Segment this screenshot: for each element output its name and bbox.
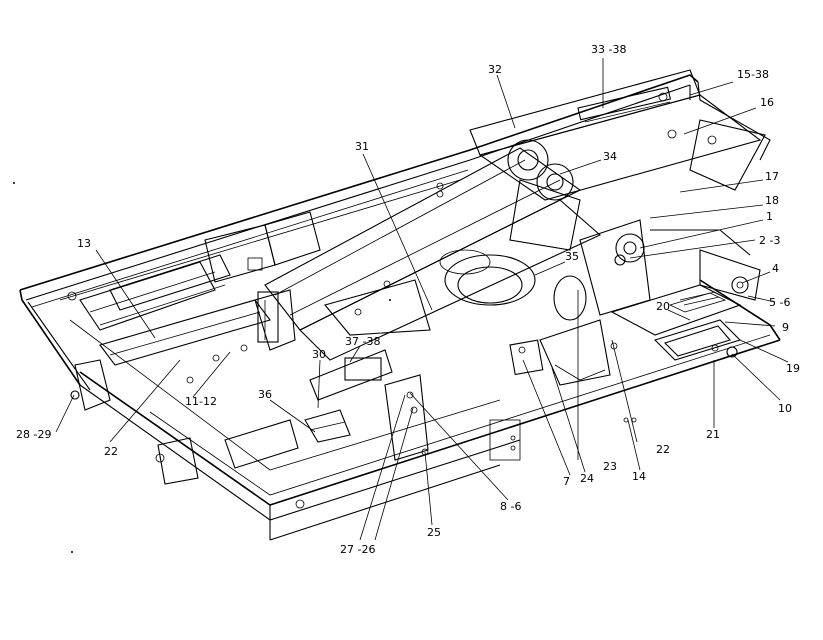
callout-30: 30 — [312, 348, 326, 361]
callout-7: 7 — [563, 475, 570, 488]
callout-32: 32 — [488, 63, 502, 76]
callout-9: 9 — [782, 321, 789, 334]
end-bumpers — [70, 359, 521, 509]
callout-35: 35 — [565, 250, 579, 263]
callout-10: 10 — [778, 402, 792, 415]
callout-15-38: 15-38 — [737, 68, 769, 81]
callout-34: 34 — [603, 150, 617, 163]
swing-ring — [324, 249, 536, 336]
front-components — [224, 349, 429, 469]
callout-33-38: 33 -38 — [591, 43, 626, 56]
callout-4: 4 — [772, 262, 779, 275]
callout-11-12: 11-12 — [185, 395, 217, 408]
frame-outline — [19, 74, 781, 541]
boom-arm — [264, 147, 601, 361]
callout-23: 23 — [603, 460, 617, 473]
callout-labels: 33 -38 32 15-38 16 34 31 17 18 1 2 -3 13… — [16, 43, 800, 556]
callout-37-38: 37 -38 — [345, 335, 380, 348]
leader-lines — [55, 58, 789, 541]
callout-22-right: 22 — [656, 443, 670, 456]
callout-24: 24 — [580, 472, 594, 485]
center-pivot — [507, 139, 581, 251]
callout-25: 25 — [427, 526, 441, 539]
right-plates — [610, 284, 742, 361]
callout-5-6: 5 -6 — [769, 296, 790, 309]
callout-22-left: 22 — [104, 445, 118, 458]
left-crossmembers — [67, 211, 321, 384]
rear-upper-body — [436, 69, 766, 201]
callout-21: 21 — [706, 428, 720, 441]
callout-13: 13 — [77, 237, 91, 250]
callout-8-6: 8 -6 — [500, 500, 521, 513]
callout-19: 19 — [786, 362, 800, 375]
callout-16: 16 — [760, 96, 774, 109]
callout-2-3: 2 -3 — [759, 234, 780, 247]
callout-27-26: 27 -26 — [340, 543, 375, 556]
callout-20: 20 — [656, 300, 670, 313]
callout-1: 1 — [766, 210, 773, 223]
callout-31: 31 — [355, 140, 369, 153]
callout-14: 14 — [632, 470, 646, 483]
callout-18: 18 — [765, 194, 779, 207]
left-bracket — [99, 289, 296, 366]
floor-components — [509, 319, 637, 423]
scan-specks — [13, 182, 391, 553]
callout-28-29: 28 -29 — [16, 428, 51, 441]
callout-36: 36 — [258, 388, 272, 401]
callout-17: 17 — [765, 170, 779, 183]
